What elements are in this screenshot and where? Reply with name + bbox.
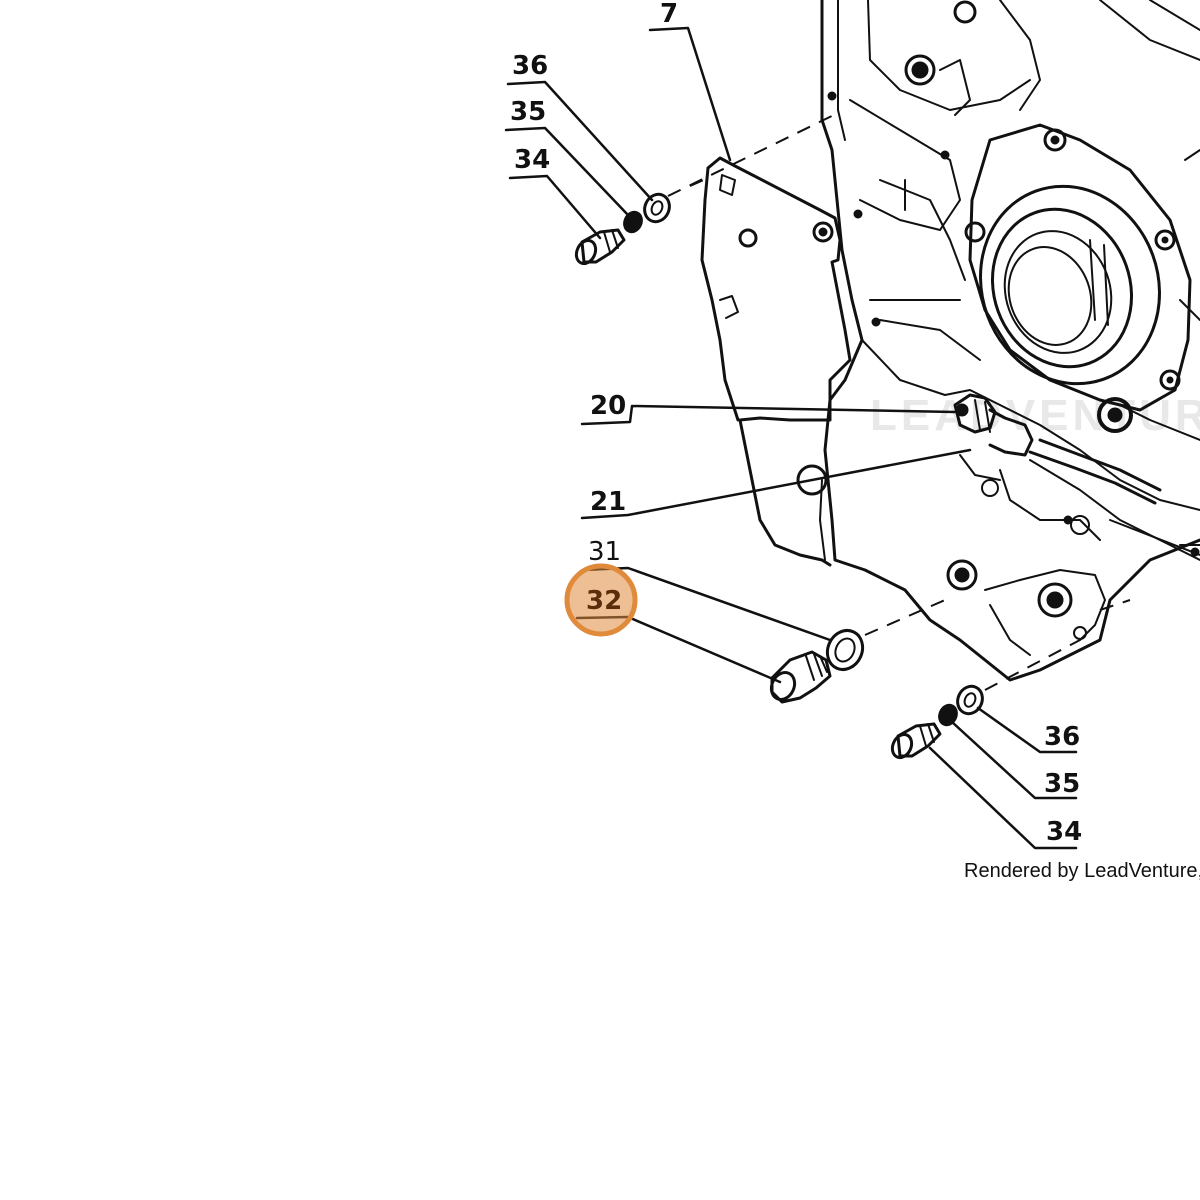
callout-34-bottom[interactable]: 34 — [1046, 817, 1082, 847]
callout-labels: 7 36 35 34 20 21 31 32 36 35 34 — [510, 0, 1082, 847]
drain-plug-part-32 — [769, 650, 832, 704]
fitting-part-20-21 — [953, 393, 1034, 457]
render-credit: Rendered by LeadVenture, Inc. — [964, 860, 1200, 882]
callout-7[interactable]: 7 — [660, 0, 678, 29]
bottom-fasteners — [890, 684, 984, 760]
callout-20[interactable]: 20 — [590, 391, 626, 421]
washer-part-31 — [825, 629, 865, 671]
part-32-highlight-ring[interactable] — [564, 563, 638, 637]
callout-35-bottom[interactable]: 35 — [1044, 769, 1080, 799]
watermark-text: LEADVENTURE — [870, 391, 1200, 440]
callout-35-top[interactable]: 35 — [510, 97, 546, 127]
callout-36-top[interactable]: 36 — [512, 51, 548, 81]
callout-31[interactable]: 31 — [588, 537, 621, 567]
callout-34-top[interactable]: 34 — [514, 145, 550, 175]
top-fasteners — [574, 192, 671, 266]
crankcase-drawing — [796, 0, 1200, 682]
assembly-centerlines — [667, 111, 1131, 691]
callout-36-bottom[interactable]: 36 — [1044, 722, 1080, 752]
callout-32[interactable]: 32 — [586, 586, 622, 616]
cover-plate-part-7 — [700, 156, 852, 567]
callout-21[interactable]: 21 — [590, 487, 626, 517]
